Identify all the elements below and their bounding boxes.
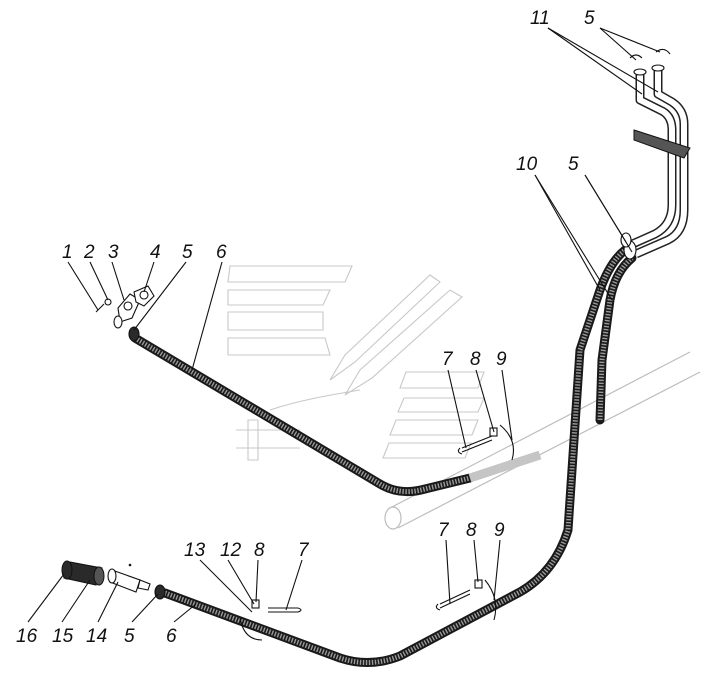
label-7: 7 <box>442 349 454 370</box>
coupling-sleeve-icon <box>61 560 166 600</box>
upper-hose <box>130 333 542 497</box>
clamp-icon <box>629 48 671 59</box>
lower-hose <box>160 245 630 667</box>
label-6: 6 <box>216 242 227 263</box>
label-9: 9 <box>496 349 507 370</box>
metal-pipes <box>620 64 691 260</box>
leader-lines <box>27 27 661 623</box>
label-5: 5 <box>124 626 135 647</box>
frame-tube <box>384 351 701 530</box>
adapter-fitting-icon <box>95 285 155 342</box>
label-11: 11 <box>530 8 550 29</box>
label-1: 1 <box>62 242 73 263</box>
label-14: 14 <box>86 626 107 647</box>
label-5: 5 <box>182 242 193 263</box>
label-10: 10 <box>516 154 538 175</box>
label-12: 12 <box>220 540 242 561</box>
label-7: 7 <box>298 540 310 561</box>
label-3: 3 <box>108 242 119 263</box>
label-7: 7 <box>438 520 450 541</box>
tie-strap-icon <box>239 424 515 641</box>
label-4: 4 <box>150 242 161 263</box>
label-8: 8 <box>254 540 265 561</box>
callout-labels: 1 2 3 4 5 6 7 8 9 10 5 11 5 7 8 9 13 12 … <box>16 8 595 647</box>
label-15: 15 <box>52 626 74 647</box>
label-9: 9 <box>494 520 505 541</box>
riser-hose <box>595 253 637 425</box>
label-5: 5 <box>568 154 579 175</box>
label-6: 6 <box>166 626 177 647</box>
label-16: 16 <box>16 626 38 647</box>
label-5: 5 <box>584 8 595 29</box>
label-13: 13 <box>184 540 206 561</box>
label-8: 8 <box>466 520 477 541</box>
label-2: 2 <box>83 242 95 263</box>
label-8: 8 <box>470 349 481 370</box>
